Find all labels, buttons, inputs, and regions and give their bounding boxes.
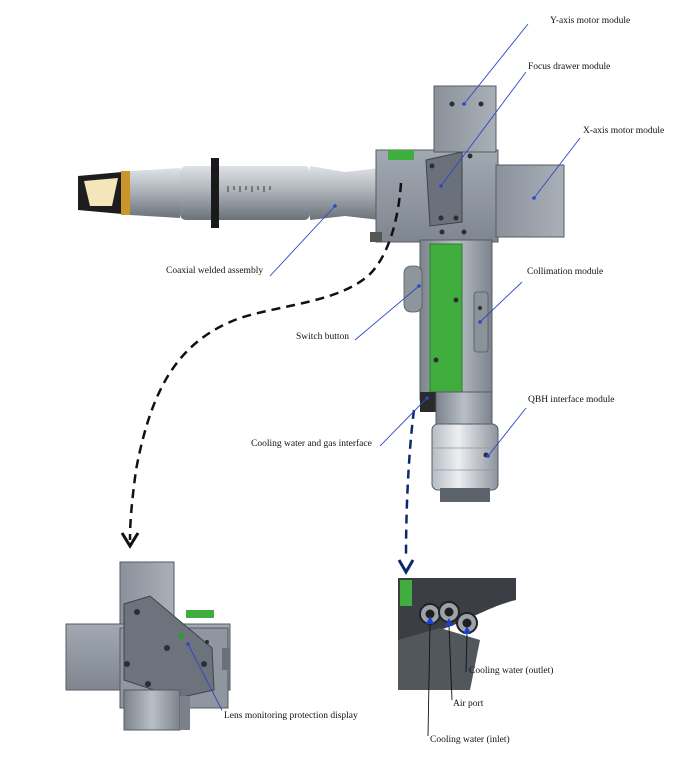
arrow-head-ports — [397, 559, 415, 575]
leader-switch — [354, 285, 420, 341]
label-coaxial-welded: Coaxial welded assembly — [166, 266, 264, 276]
nozzle — [78, 171, 130, 215]
arrow-to-lens-detail — [128, 182, 403, 541]
y-axis-motor-module — [433, 85, 497, 153]
coaxial-welded-assembly — [130, 158, 380, 228]
lens-monitoring-detail — [65, 561, 231, 731]
label-qbh-interface: QBH interface module — [528, 395, 615, 405]
label-cooling-gas-interface: Cooling water and gas interface — [251, 439, 372, 449]
leader-cooling-gas — [379, 397, 428, 447]
dashed-callout-arrows — [120, 182, 416, 575]
cooling-water-gas-interface — [420, 392, 436, 412]
arrow-to-ports-detail — [404, 409, 416, 557]
leader-coaxial — [269, 205, 336, 277]
switch-button — [403, 265, 423, 313]
leader-lines — [187, 23, 581, 719]
leader-lens-monitoring — [187, 643, 227, 719]
label-x-axis-motor: X-axis motor module — [583, 126, 665, 136]
label-y-axis-motor: Y-axis motor module — [548, 15, 633, 27]
label-lens-monitoring: Lens monitoring protection display — [222, 710, 360, 722]
ports-detail — [398, 578, 516, 737]
label-switch-button: Switch button — [296, 332, 350, 342]
focus-drawer-module — [425, 151, 463, 227]
label-focus-drawer: Focus drawer module — [528, 62, 611, 72]
leader-x-axis — [533, 137, 581, 199]
label-cooling-inlet: Cooling water (inlet) — [430, 735, 510, 745]
leader-collimation — [479, 281, 523, 323]
leader-y-axis — [463, 23, 529, 105]
leader-qbh — [487, 407, 527, 457]
arrow-head-lens — [120, 532, 140, 549]
green-side-panel — [429, 243, 463, 393]
label-air-port: Air port — [453, 699, 484, 709]
label-collimation: Collimation module — [527, 267, 604, 277]
x-axis-motor-module — [495, 164, 565, 238]
label-cooling-outlet: Cooling water (outlet) — [469, 666, 554, 676]
leader-focus-drawer — [440, 71, 527, 187]
